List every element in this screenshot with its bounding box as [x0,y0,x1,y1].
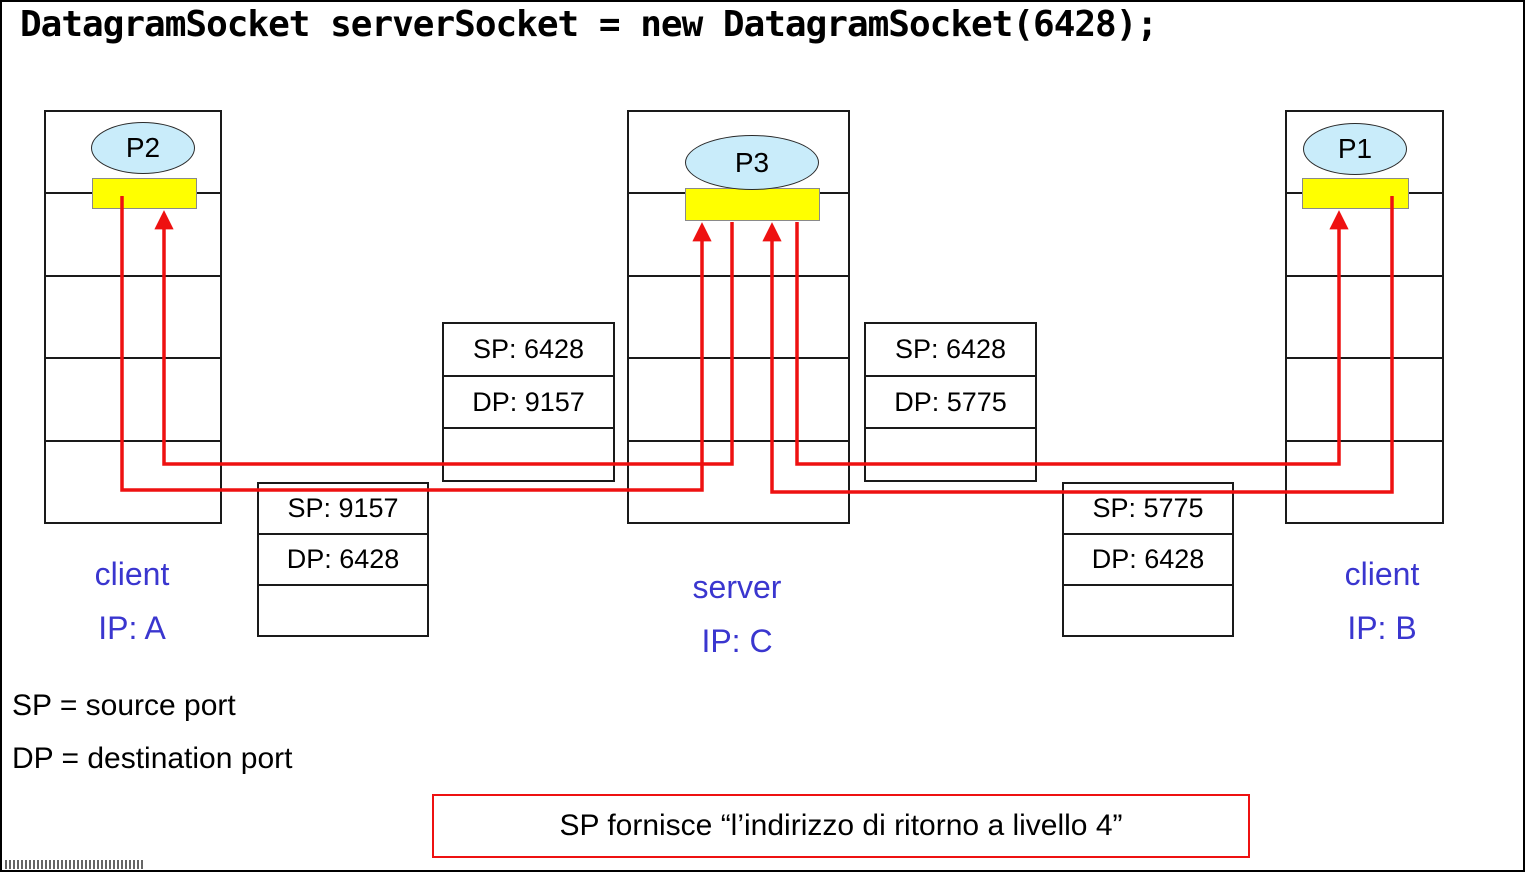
host-label-server-c: server IP: C [617,560,857,669]
segment-sp: SP: 6428 [866,324,1035,377]
stack-layer [629,442,848,522]
process-label: P2 [125,132,161,163]
legend: SP = source port DP = destination port [12,680,292,785]
legend-dp: DP = destination port [12,741,293,775]
process-label: P3 [734,146,770,178]
note-box: SP fornisce “l’indirizzo di ritorno a li… [432,794,1250,858]
segment-box-server-to-b: SP: 6428 DP: 5775 [864,322,1037,482]
host-role: client [94,556,170,592]
socket-server [685,188,820,221]
host-label-client-a: client IP: A [32,547,232,656]
legend-sp: SP = source port [12,689,236,722]
stack-layer [46,442,220,522]
stack-layer [1287,277,1442,360]
host-role: client [1344,556,1420,592]
segment-box-server-to-a: SP: 6428 DP: 9157 [442,322,615,482]
segment-empty-cell [866,429,1035,480]
stack-layer [46,277,220,360]
segment-sp: SP: 6428 [444,324,613,377]
process-label: P1 [1337,133,1373,164]
segment-sp: SP: 9157 [259,484,427,535]
stack-layer [1287,359,1442,442]
segment-box-a-to-server: SP: 9157 DP: 6428 [257,482,429,637]
process-ellipse-p2: P2 [91,122,195,174]
segment-dp: DP: 5775 [866,377,1035,430]
host-ip: IP: B [1347,610,1417,647]
footer-smallprint [5,860,145,869]
stack-layer [629,277,848,360]
code-line: DatagramSocket serverSocket = new Datagr… [20,4,1158,45]
stack-layer [1287,442,1442,522]
segment-empty-cell [259,586,427,635]
stack-layer [46,359,220,442]
process-ellipse-p1: P1 [1303,123,1407,175]
host-label-client-b: client IP: B [1282,547,1482,656]
socket-left [92,178,197,209]
host-ip: IP: A [98,610,166,647]
stack-layer [629,359,848,442]
process-ellipse-p3: P3 [685,135,819,190]
segment-dp: DP: 9157 [444,377,613,430]
stack-layer [629,194,848,277]
note-text: SP fornisce “l’indirizzo di ritorno a li… [559,809,1123,842]
host-ip: IP: C [701,623,773,660]
segment-sp: SP: 5775 [1064,484,1232,535]
socket-right [1302,178,1409,209]
segment-box-b-to-server: SP: 5775 DP: 6428 [1062,482,1234,637]
segment-empty-cell [444,429,613,480]
segment-empty-cell [1064,586,1232,635]
segment-dp: DP: 6428 [1064,535,1232,586]
host-role: server [692,569,782,605]
segment-dp: DP: 6428 [259,535,427,586]
